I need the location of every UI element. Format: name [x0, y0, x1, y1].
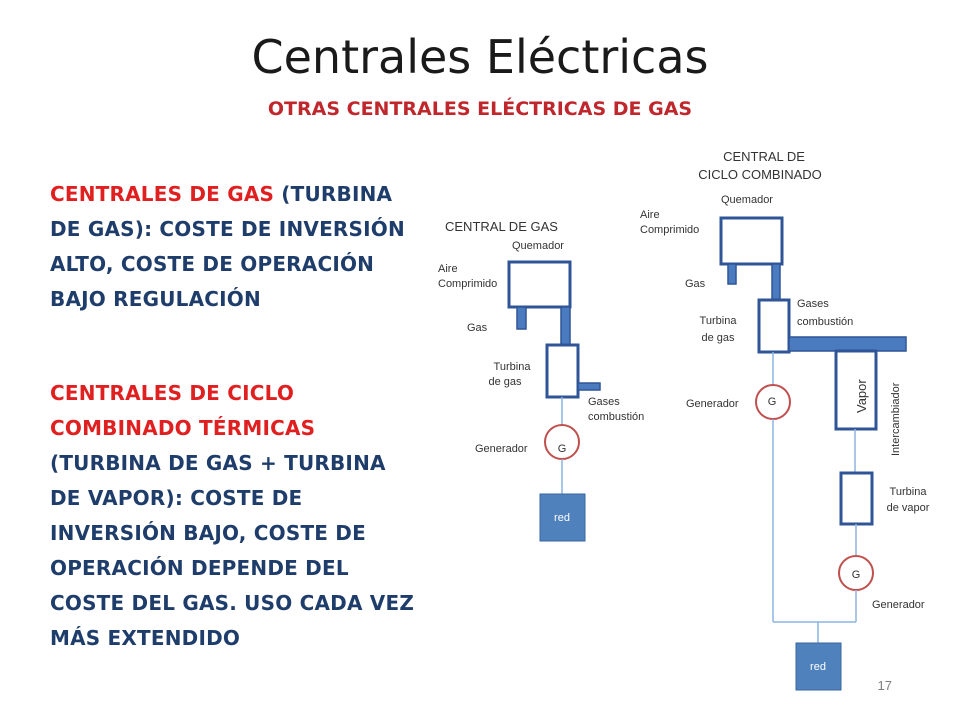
- gas-air-label-1: Aire: [438, 263, 458, 275]
- page-number: 17: [877, 678, 892, 693]
- combined-burner-label: Quemador: [721, 194, 773, 206]
- combined-generator2-label: Generador: [872, 599, 925, 611]
- text-combined-cycle-body: (TURBINA DE GAS + TURBINA DE VAPOR): COS…: [50, 451, 415, 650]
- heat-exchanger-label: Intercambiador: [890, 382, 902, 456]
- gas-grid-box: [539, 493, 586, 542]
- heat-exchanger-vapor-label: Vapor: [854, 379, 869, 413]
- combined-exhaust-duct: [788, 336, 907, 352]
- combined-heading-1: CENTRAL DE: [723, 149, 805, 164]
- combined-gas-turbine-box: [757, 298, 791, 354]
- gas-exhaust-label-2: combustión: [588, 411, 644, 423]
- combined-fuel-pipe: [727, 263, 737, 285]
- gas-turbine-label-1: Turbina: [494, 361, 532, 373]
- gas-grid-label: red: [554, 512, 570, 524]
- slide-subtitle: OTRAS CENTRALES ELÉCTRICAS DE GAS: [267, 98, 693, 120]
- combined-fuel-label: Gas: [685, 278, 706, 290]
- steam-turbine-label-1: Turbina: [890, 486, 928, 498]
- gas-burner-pipe: [560, 306, 571, 346]
- combined-gas-turbine-label-2: de gas: [701, 332, 735, 344]
- gas-turbine-label-2: de gas: [488, 376, 522, 388]
- gas-plant-heading: CENTRAL DE GAS: [445, 219, 558, 234]
- combined-exhaust-label-1: Gases: [797, 298, 829, 310]
- text-gas-plants-body: (TURBINA DE GAS): COSTE DE INVERSIÓN ALT…: [50, 182, 405, 311]
- gas-burner-box: [507, 260, 572, 309]
- combined-generator2-symbol: G: [852, 569, 861, 581]
- gas-exhaust-label-1: Gases: [588, 396, 620, 408]
- combined-exhaust-label-2: combustión: [797, 316, 853, 328]
- gas-fuel-label: Gas: [467, 322, 488, 334]
- text-combined-cycle-heading: CENTRALES DE CICLO COMBINADO TÉRMICAS: [50, 381, 316, 440]
- combined-heading-2: CICLO COMBINADO: [698, 167, 822, 182]
- heat-exchanger-box: [834, 349, 878, 431]
- gas-plant-diagram: CENTRAL DE GAS Quemador Aire Comprimido …: [438, 219, 644, 542]
- steam-turbine-box: [839, 471, 874, 526]
- gas-exhaust-pipe: [577, 382, 601, 391]
- gas-generator-label: Generador: [475, 443, 528, 455]
- gas-generator-symbol: G: [558, 443, 567, 455]
- combined-cycle-diagram: CENTRAL DE CICLO COMBINADO Quemador Aire…: [640, 149, 930, 691]
- gas-air-label-2: Comprimido: [438, 278, 497, 290]
- combined-grid-label: red: [810, 661, 826, 673]
- text-block-gas-plants: CENTRALES DE GAS (TURBINA DE GAS): COSTE…: [50, 177, 420, 317]
- combined-generator1-symbol: G: [768, 396, 777, 408]
- gas-fuel-pipe: [516, 306, 527, 330]
- gas-burner-label: Quemador: [512, 240, 564, 252]
- text-block-combined-cycle: CENTRALES DE CICLO COMBINADO TÉRMICAS (T…: [50, 376, 420, 656]
- steam-turbine-label-2: de vapor: [887, 502, 930, 514]
- combined-grid-box: [795, 642, 842, 691]
- gas-turbine-box: [545, 343, 580, 399]
- combined-generator1-label: Generador: [686, 398, 739, 410]
- combined-air-label-1: Aire: [640, 209, 660, 221]
- combined-burner-box: [719, 216, 784, 266]
- slide-title: Centrales Eléctricas: [251, 30, 709, 84]
- text-gas-plants-heading: CENTRALES DE GAS: [50, 182, 275, 206]
- combined-air-label-2: Comprimido: [640, 224, 699, 236]
- combined-burner-pipe: [771, 263, 781, 301]
- combined-gas-turbine-label-1: Turbina: [700, 315, 738, 327]
